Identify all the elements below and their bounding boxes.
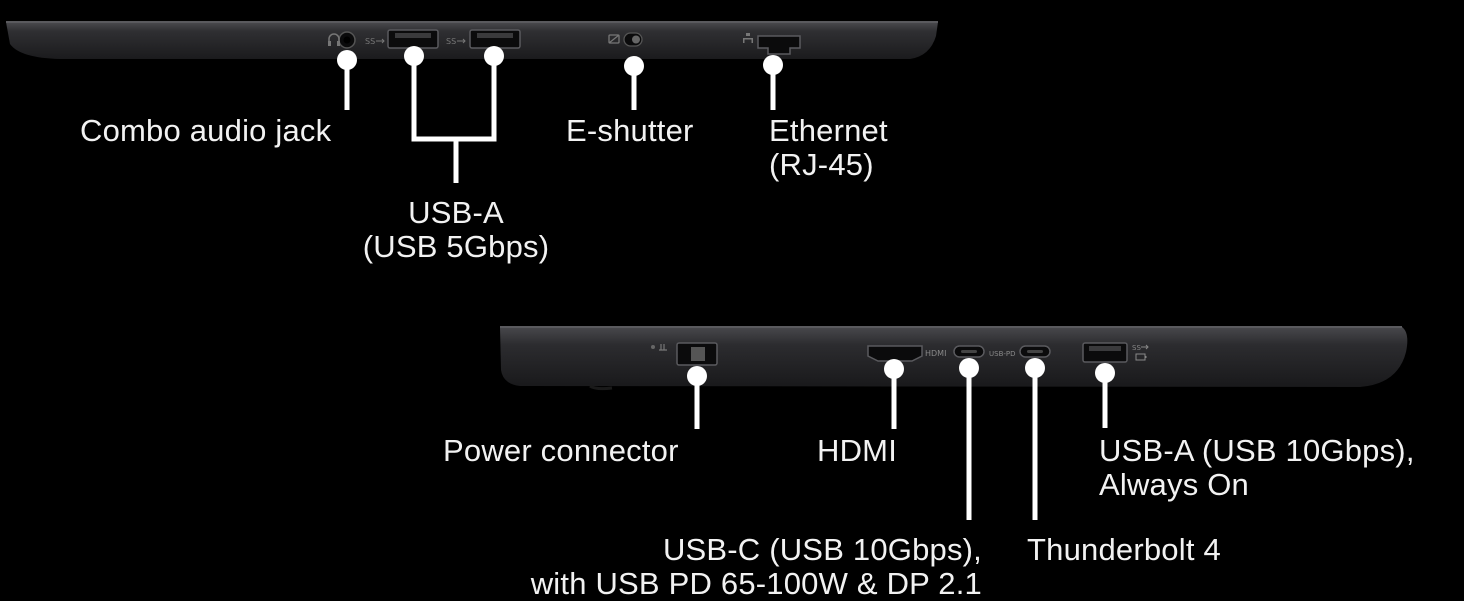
- callout-usb-c: [959, 358, 979, 520]
- usb-c-port: [953, 345, 985, 358]
- callout-usb-a-bracket: [404, 46, 504, 183]
- svg-text:SS: SS: [446, 37, 456, 46]
- thunderbolt-port: [1019, 345, 1051, 358]
- right-side-chassis: [500, 326, 1408, 391]
- callout-power: [687, 366, 707, 429]
- usb-superspeed-icon: SS: [365, 37, 385, 46]
- label-hdmi: HDMI: [817, 433, 898, 468]
- label-ethernet: Ethernet (RJ-45): [769, 113, 888, 182]
- power-plug-icon: [651, 344, 667, 351]
- hdmi-port: [867, 345, 923, 362]
- headset-icon: [328, 33, 340, 46]
- hdmi-icon: HDMI: [925, 349, 946, 358]
- svg-text:SS: SS: [365, 37, 375, 46]
- svg-text:USB-PD: USB-PD: [989, 350, 1016, 358]
- callout-ethernet: [763, 55, 783, 110]
- callout-e-shutter: [624, 56, 644, 110]
- label-thunderbolt-4: Thunderbolt 4: [1027, 532, 1221, 567]
- usb-pd-icon: USB-PD: [989, 350, 1016, 358]
- callout-hdmi: [884, 359, 904, 429]
- label-power-connector: Power connector: [443, 433, 679, 468]
- callout-audio: [337, 50, 357, 110]
- svg-text:HDMI: HDMI: [925, 349, 946, 358]
- callout-usb-a-always-on: [1095, 363, 1115, 428]
- callout-thunderbolt: [1025, 358, 1045, 520]
- svg-text:SS: SS: [1132, 344, 1141, 352]
- camera-shutter-icon: [608, 34, 620, 44]
- combo-audio-jack-port: [338, 31, 356, 49]
- label-usb-a-5gbps: USB-A (USB 5Gbps): [362, 195, 550, 264]
- usb-superspeed-battery-icon: SS: [1132, 344, 1149, 361]
- e-shutter-switch: [623, 32, 643, 47]
- label-usb-c: USB-C (USB 10Gbps), with USB PD 65-100W …: [530, 532, 982, 601]
- label-combo-audio-jack: Combo audio jack: [80, 113, 332, 148]
- label-e-shutter: E-shutter: [566, 113, 694, 148]
- ethernet-icon: [743, 33, 753, 43]
- usb-superspeed-icon: SS: [446, 37, 466, 46]
- label-usb-a-10gbps-always-on: USB-A (USB 10Gbps), Always On: [1099, 433, 1415, 502]
- usb-a-port: [469, 29, 521, 49]
- power-connector-port: [676, 342, 718, 366]
- ethernet-rj45-port: [757, 35, 801, 55]
- usb-a-always-on-port: [1082, 342, 1128, 363]
- usb-a-port: [387, 29, 439, 49]
